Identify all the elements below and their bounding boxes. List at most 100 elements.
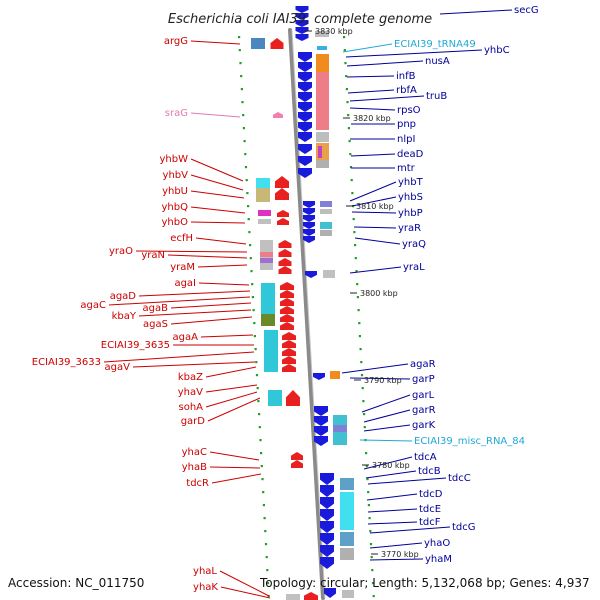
gene-label-nlpi[interactable]: nlpI: [397, 134, 415, 145]
gene-label-pnp[interactable]: pnp: [397, 119, 416, 130]
tick-dot: [241, 101, 244, 104]
gene-label-yhbp[interactable]: yhbP: [398, 208, 423, 219]
gene-label-yram[interactable]: yraM: [170, 262, 195, 273]
tick-dot: [345, 75, 348, 78]
gene-label-kbay[interactable]: kbaY: [112, 311, 137, 322]
gene-label-yhao[interactable]: yhaO: [424, 538, 450, 549]
gene-label-yhbq[interactable]: yhbQ: [162, 202, 189, 213]
gene-label-yhbu[interactable]: yhbU: [162, 186, 188, 197]
tick-dot: [343, 36, 346, 39]
gene-label-tdca[interactable]: tdcA: [414, 452, 437, 463]
reverse-gene-arrow: [298, 72, 312, 82]
label-leader-line: [369, 558, 424, 561]
gene-label-gark[interactable]: garK: [412, 420, 436, 431]
genome-backbone: [288, 28, 326, 600]
gene-label-tdcb[interactable]: tdcB: [418, 466, 441, 477]
tick-dot: [359, 348, 362, 351]
forward-gene-arrow: [278, 249, 292, 257]
gene-label-ecfh[interactable]: ecfH: [170, 233, 193, 244]
gene-label-yhac[interactable]: yhaC: [182, 447, 207, 458]
gene-label-yhbc[interactable]: yhbC: [484, 45, 510, 56]
gene-label-rpso[interactable]: rpsO: [397, 105, 421, 116]
gene-label-yhal[interactable]: yhaL: [193, 566, 217, 577]
gene-label-yhbs[interactable]: yhbS: [398, 192, 423, 203]
reverse-gene-arrow: [305, 271, 317, 278]
gene-label-secg[interactable]: secG: [514, 5, 539, 16]
gene-label-yrao[interactable]: yraO: [109, 246, 133, 257]
label-connectors: [103, 9, 513, 599]
gene-label-agad[interactable]: agaD: [110, 291, 137, 302]
gene-label-agac[interactable]: agaC: [80, 300, 106, 311]
gene-label-yrar[interactable]: yraR: [398, 223, 421, 234]
gene-label-trub[interactable]: truB: [426, 91, 447, 102]
gene-label-agab[interactable]: agaB: [143, 303, 169, 314]
gene-label-yhbt[interactable]: yhbT: [398, 177, 424, 188]
gene-label-yral[interactable]: yraL: [403, 262, 425, 273]
gene-label-tdcg[interactable]: tdcG: [452, 522, 476, 533]
gene-label-agav[interactable]: agaV: [105, 362, 131, 373]
gene-label-tdcd[interactable]: tdcD: [419, 489, 443, 500]
gene-label-eciai39-misc-rna-84[interactable]: ECIAI39_misc_RNA_84: [414, 436, 525, 447]
gene-label-nusa[interactable]: nusA: [425, 56, 450, 67]
label-leader-line: [349, 107, 396, 111]
gene-label-yraq[interactable]: yraQ: [402, 239, 426, 250]
gene-label-eciai39-3635[interactable]: ECIAI39_3635: [101, 340, 170, 351]
reverse-gene-arrow: [298, 156, 312, 166]
forward-gene-arrow: [280, 322, 294, 330]
gene-label-yhbw[interactable]: yhbW: [160, 154, 189, 165]
gene-label-yhbv[interactable]: yhbV: [163, 170, 189, 181]
tick-dot: [247, 218, 250, 221]
forward-gene-arrow: [278, 266, 292, 274]
gene-label-mtr[interactable]: mtr: [397, 163, 416, 174]
forward-gene-arrow: [270, 38, 284, 49]
gene-label-yran[interactable]: yraN: [141, 250, 165, 261]
gene-label-soha[interactable]: sohA: [178, 402, 203, 413]
gene-label-agaa[interactable]: agaA: [173, 332, 199, 343]
gene-features: [251, 6, 354, 600]
gene-block: [320, 222, 332, 229]
gene-label-yhak[interactable]: yhaK: [193, 582, 218, 593]
gene-label-kbaz[interactable]: kbaZ: [178, 372, 203, 383]
gene-label-infb[interactable]: infB: [396, 71, 416, 82]
label-leader-line: [367, 508, 418, 513]
tick-dot: [352, 218, 355, 221]
gene-label-srag[interactable]: sraG: [165, 108, 188, 119]
tick-dot: [358, 322, 361, 325]
gene-label-yhav[interactable]: yhaV: [178, 387, 203, 398]
gene-label-eciai39-trna49[interactable]: ECIAI39_tRNA49: [394, 39, 476, 50]
gene-label-garl[interactable]: garL: [412, 390, 435, 401]
gene-label-agar[interactable]: agaR: [410, 359, 436, 370]
reverse-gene-arrow: [320, 533, 334, 545]
gene-label-tdcf[interactable]: tdcF: [419, 517, 441, 528]
tick-dot: [356, 296, 359, 299]
gene-label-rbfa[interactable]: rbfA: [396, 85, 417, 96]
gene-block: [268, 390, 282, 406]
gene-label-yhbo[interactable]: yhbO: [162, 217, 189, 228]
tick-dot: [255, 374, 259, 377]
gene-block: [315, 31, 329, 37]
reverse-gene-arrow: [324, 588, 336, 598]
gene-label-eciai39-3633[interactable]: ECIAI39_3633: [32, 357, 101, 368]
gene-label-dead[interactable]: deaD: [397, 149, 424, 160]
gene-label-agai[interactable]: agaI: [174, 278, 196, 289]
gene-label-tdce[interactable]: tdcE: [419, 504, 441, 515]
tick-dot: [249, 257, 252, 260]
label-leader-line: [365, 470, 417, 479]
gene-label-argg[interactable]: argG: [164, 36, 188, 47]
gene-block: [330, 371, 340, 379]
gene-label-garp[interactable]: garP: [412, 374, 435, 385]
label-leader-line: [211, 473, 262, 484]
gene-label-yhab[interactable]: yhaB: [182, 462, 207, 473]
tick-dot: [358, 335, 361, 338]
gene-label-tdcr[interactable]: tdcR: [186, 478, 209, 489]
gene-label-agas[interactable]: agaS: [143, 319, 168, 330]
gene-label-tdcc[interactable]: tdcC: [448, 473, 471, 484]
gene-label-gard[interactable]: garD: [181, 416, 206, 427]
gene-label-garr[interactable]: garR: [412, 405, 436, 416]
tick-dot: [251, 296, 254, 299]
tick-dot: [363, 426, 366, 429]
gene-labels: argG sraG yhbW yhbV yhbU yhbQ yhbO ecfH yraO yraN…: [32, 5, 539, 593]
gene-block: [316, 160, 329, 168]
gene-label-yham[interactable]: yhaM: [425, 554, 452, 565]
